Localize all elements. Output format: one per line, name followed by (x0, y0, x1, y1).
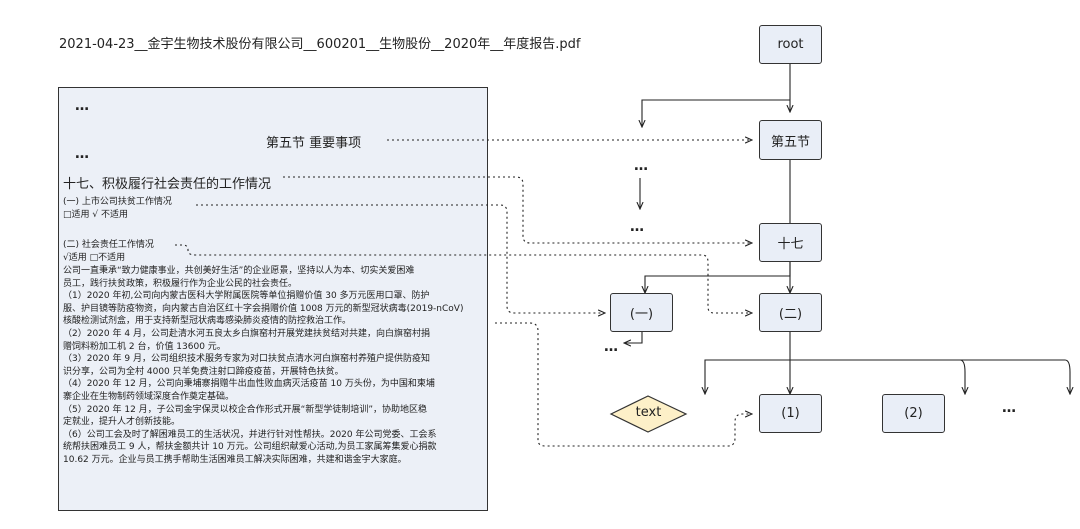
node-child-2: (2) (882, 394, 945, 433)
edge-sub2-text (705, 359, 790, 394)
document-excerpt: … 第五节 重要事项 … 十七、积极履行社会责任的工作情况 (一) 上市公司扶贫… (58, 87, 488, 511)
paragraph-line: 统帮扶困难员工 9 人，帮扶金额共计 10 万元。公司组织献爱心活动,为员工家属… (63, 442, 437, 453)
paragraph-line: 服、护目镜等防疫物资，向内蒙古自治区红十字会捐赠价值 1008 万元的新型冠状病… (63, 303, 464, 314)
paragraph-line: 寨企业在生物制药领域深度合作奠定基础。 (63, 391, 235, 402)
tree-ellipsis-3: … (604, 339, 619, 355)
paragraph-line: 公司一直秉承“致力健康事业，共创美好生活”的企业愿景，坚持以人为本、切实关爱困难 (63, 266, 415, 276)
sub1-heading: (一) 上市公司扶贫工作情况 (63, 197, 172, 207)
paragraph-line: 定就业，提升人才创新技能。 (63, 417, 181, 428)
tree-ellipsis-2: … (630, 219, 645, 235)
doc-ellipsis-middle: … (75, 146, 90, 162)
sub2-applicability: √适用 □不适用 (63, 253, 126, 263)
edge-sub2-more (790, 359, 1070, 394)
paragraph-line: 核酸检测试剂盒，用于支持新型冠状病毒感染肺炎疫情的防控救治工作。 (63, 316, 352, 327)
section-title: 第五节 重要事项 (266, 136, 362, 151)
link-sub2 (175, 244, 752, 313)
paragraph-line: 员工，践行扶贫政策，积极履行作为企业公民的社会责任。 (63, 278, 298, 289)
node-item-17: 十七 (759, 223, 822, 262)
social-responsibility-paragraph: 公司一直秉承“致力健康事业，共创美好生活”的企业愿景，坚持以人为本、切实关爱困难… (63, 265, 463, 467)
link-item17 (283, 176, 752, 243)
paragraph-line: 识分享，公司为全村 4000 只羊免费注射口蹄疫疫苗，开展特色扶贫。 (63, 366, 344, 377)
edge-sub2-child2 (790, 359, 965, 394)
paragraph-line: （1）2020 年初,公司向内蒙古医科大学附属医院等单位捐赠价值 30 多万元医… (63, 291, 430, 302)
node-child-1: (1) (759, 394, 822, 433)
node-root: root (759, 25, 822, 64)
paragraph-line: （3）2020 年 9 月，公司组织技术服务专家为对口扶贫点清水河白旗窑村养殖户… (63, 354, 430, 365)
edge-sub1-down (624, 332, 643, 343)
paragraph-line: （2）2020 年 4 月，公司赴清水河五良太乡白旗窑村开展党建扶贫结对共建，向… (63, 328, 430, 339)
paragraph-line: （4）2020 年 12 月，公司向秉埔寨捐赠牛出血性败血病灭活疫苗 10 万头… (63, 379, 435, 390)
link-sub1 (196, 204, 605, 313)
edge-root-branch (642, 99, 790, 127)
link-paragraph (495, 322, 752, 447)
pdf-filename: 2021-04-23__金宇生物技术股份有限公司__600201__生物股份__… (59, 37, 581, 52)
paragraph-line: 赠饲料粉加工机 2 台，价值 13600 元。 (63, 341, 226, 352)
item17-heading: 十七、积极履行社会责任的工作情况 (63, 177, 272, 192)
text-diamond (609, 395, 688, 433)
sub2-heading: (二) 社会责任工作情况 (63, 240, 154, 250)
node-section-5: 第五节 (759, 120, 822, 160)
node-sub-1: (一) (610, 293, 673, 332)
tree-ellipsis-1: … (634, 158, 649, 174)
edge-17-sub1 (645, 260, 791, 293)
node-sub-2: (二) (759, 293, 822, 332)
paragraph-line: （5）2020 年 12 月，子公司金宇保灵以校企合作形式开展“新型学徒制培训”… (63, 404, 427, 415)
paragraph-line: （6）公司工会及时了解困难员工的生活状况，并进行针对性帮扶。2020 年公司党委… (63, 429, 437, 440)
paragraph-line: 10.62 万元。企业与员工携手帮助生活困难员工解决实际困难，共建和谐金宇大家庭… (63, 454, 407, 465)
doc-ellipsis-top: … (75, 98, 90, 114)
tree-ellipsis-4: … (1002, 400, 1017, 416)
node-text-label: text (635, 405, 662, 420)
sub1-applicability: □适用 √ 不适用 (63, 210, 128, 220)
